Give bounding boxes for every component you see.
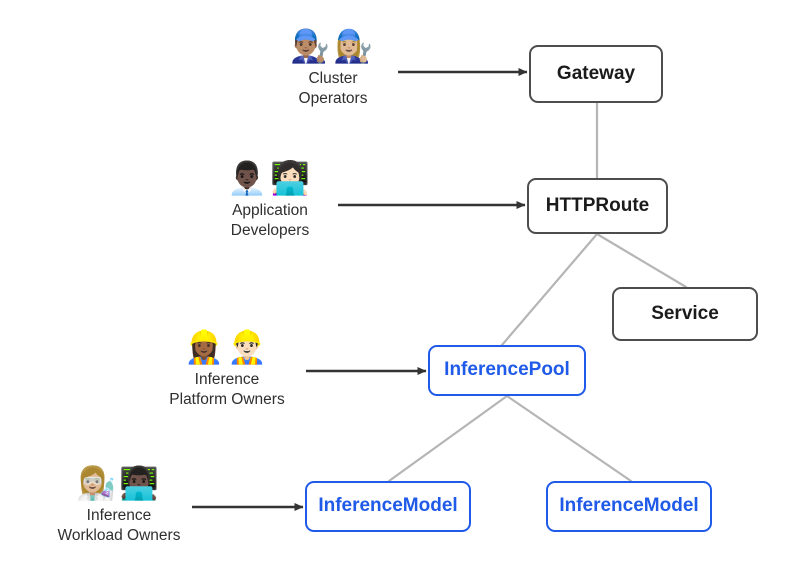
node-inferencepool-label: InferencePool: [444, 359, 570, 381]
node-service-label: Service: [651, 302, 719, 324]
node-inferencemodel-left-label: InferenceModel: [318, 495, 458, 517]
node-inferencepool[interactable]: InferencePool: [428, 345, 586, 396]
edge-httproute-pool: [500, 232, 599, 347]
application-developers-label: Application Developers: [230, 202, 310, 239]
inference-workload-owners-emoji: 👩🏼‍🔬👨🏿‍💻: [76, 464, 162, 502]
node-httproute-label: HTTPRoute: [545, 194, 650, 216]
persona-inference-workload-owners: 👩🏼‍🔬👨🏿‍💻 Inference Workload Owners: [4, 467, 234, 546]
inference-workload-owners-label: Inference Workload Owners: [57, 507, 181, 544]
edge-pool-model-left: [387, 394, 509, 483]
edge-httproute-service: [595, 232, 688, 289]
persona-cluster-operators: 👨🏽‍🔧👩🏼‍🔧 Cluster Operators: [218, 30, 448, 109]
node-service[interactable]: Service: [612, 287, 758, 341]
edge-pool-model-right: [505, 394, 633, 483]
persona-inference-platform-owners: 👷🏾‍♀️👷🏻‍♂️ Inference Platform Owners: [112, 331, 342, 410]
persona-application-developers: 👨🏿‍💼👩🏻‍💻 Application Developers: [155, 162, 385, 241]
node-inferencemodel-right-label: InferenceModel: [559, 495, 699, 517]
node-httproute[interactable]: HTTPRoute: [527, 178, 668, 234]
application-developers-emoji: 👨🏿‍💼👩🏻‍💻: [227, 159, 313, 197]
cluster-operators-emoji: 👨🏽‍🔧👩🏼‍🔧: [290, 27, 376, 65]
node-gateway[interactable]: Gateway: [529, 45, 663, 103]
inference-platform-owners-label: Inference Platform Owners: [169, 371, 285, 408]
inference-platform-owners-emoji: 👷🏾‍♀️👷🏻‍♂️: [184, 328, 270, 366]
node-inferencemodel-left[interactable]: InferenceModel: [305, 481, 471, 532]
node-gateway-label: Gateway: [556, 62, 636, 84]
cluster-operators-label: Cluster Operators: [298, 70, 368, 107]
node-inferencemodel-right[interactable]: InferenceModel: [546, 481, 712, 532]
